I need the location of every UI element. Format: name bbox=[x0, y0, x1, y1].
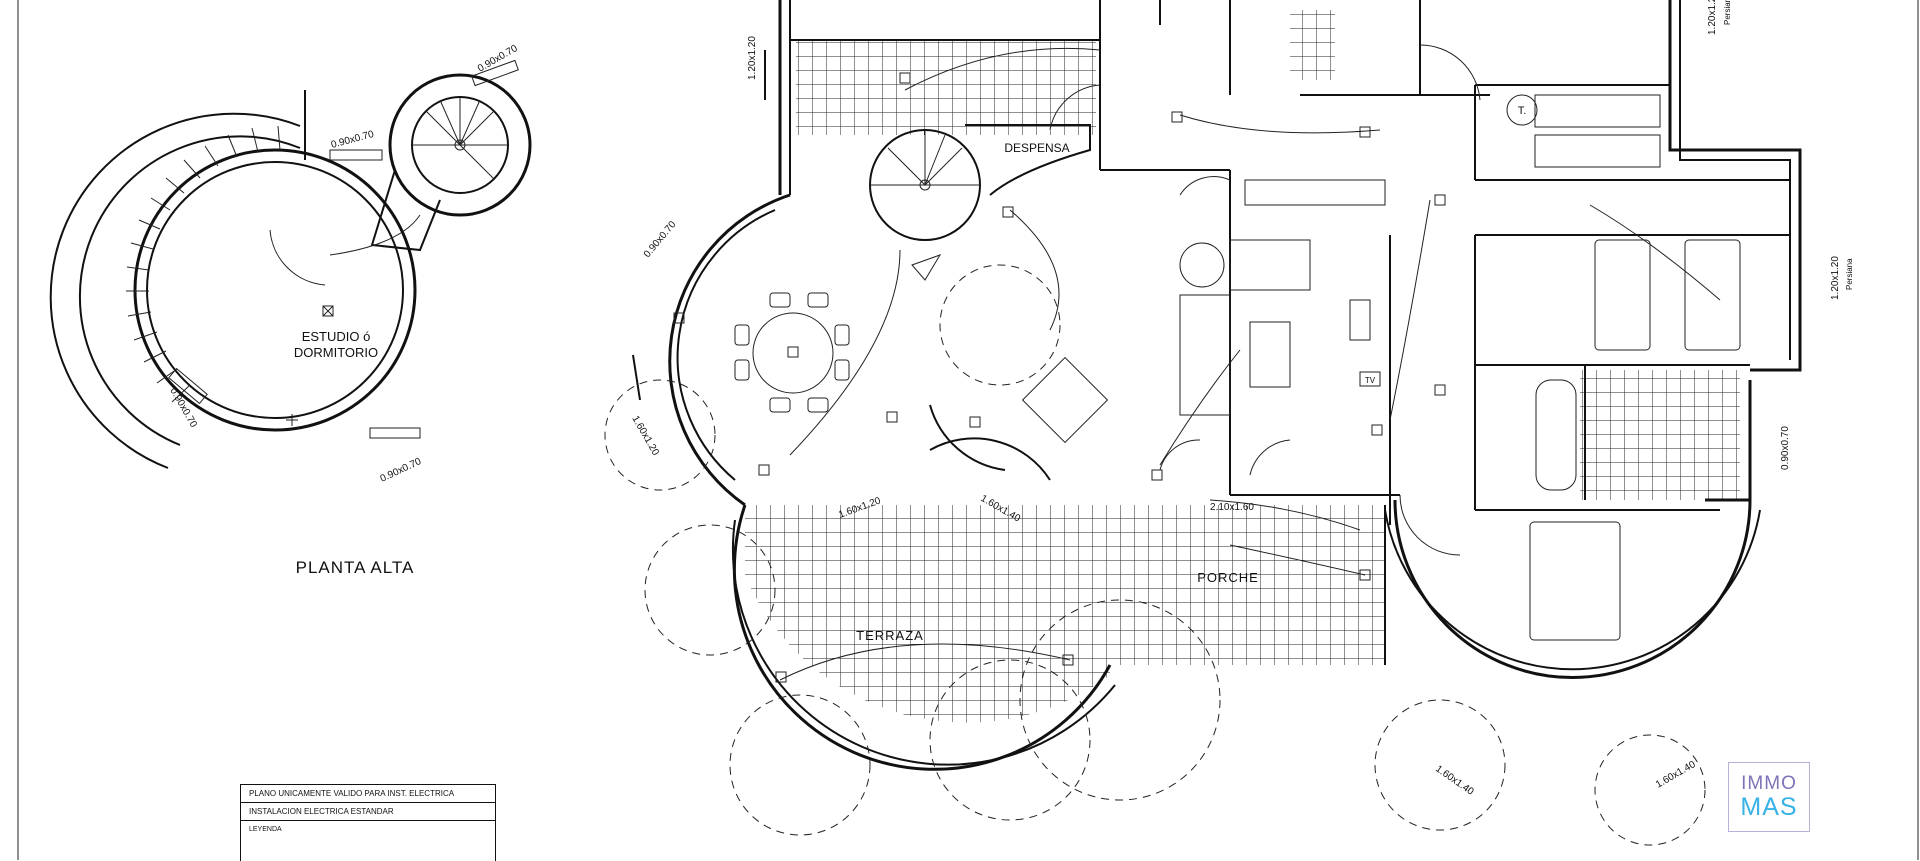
logo-text-top: IMMO bbox=[1741, 773, 1797, 794]
window-size-porch: 2.10x1.60 bbox=[1210, 502, 1254, 513]
window-size-dining-door: 1.60x1.20 bbox=[629, 414, 661, 458]
window-size-upper-bottom: 0.90x0.70 bbox=[379, 456, 424, 485]
window-size-right-top: 1.20x1.20 bbox=[1707, 0, 1718, 35]
upper-room-label-1: ESTUDIO ó bbox=[302, 329, 371, 344]
window-size-bed-left: 1.60x1.40 bbox=[1433, 763, 1476, 797]
legend-line-1: PLANO UNICAMENTE VALIDO PARA INST. ELECT… bbox=[241, 785, 495, 803]
upper-room-label-2: DORMITORIO bbox=[294, 345, 378, 360]
legend-box: PLANO UNICAMENTE VALIDO PARA INST. ELECT… bbox=[240, 784, 496, 861]
sheet-border bbox=[17, 0, 1919, 860]
porche-label: PORCHE bbox=[1197, 570, 1259, 585]
window-size-dining-side: 0.90x0.70 bbox=[642, 219, 679, 260]
t-label: T. bbox=[1518, 105, 1527, 117]
ground-floor-plan: DESPENSA TV bbox=[604, 0, 1854, 846]
legend-line-2: INSTALACION ELECTRICA ESTANDAR bbox=[241, 803, 495, 821]
legend-line-3: LEYENDA bbox=[249, 826, 282, 833]
window-size-right-mid: 1.20x1.20 bbox=[1830, 256, 1841, 300]
logo-text-bottom: MAS bbox=[1740, 793, 1798, 821]
upper-floor-plan: ESTUDIO ó DORMITORIO PLANTA ALTA 0.90x0.… bbox=[49, 43, 532, 577]
window-size-bath: 0.90x0.70 bbox=[1780, 426, 1791, 470]
immomas-logo: IMMO MAS bbox=[1728, 762, 1810, 832]
terraza-label: TERRAZA bbox=[856, 628, 924, 643]
window-size-upper-left: 0.90x0.70 bbox=[167, 386, 199, 430]
window-size-upper-top: 0.90x0.70 bbox=[476, 43, 520, 75]
persiana-note-top: Persiana bbox=[1723, 0, 1732, 25]
window-size-upper-mid: 0.90x0.70 bbox=[330, 129, 376, 151]
window-size-kitchen: 1.20x1.20 bbox=[747, 36, 758, 80]
upper-floor-title: PLANTA ALTA bbox=[296, 558, 415, 577]
window-size-bed-right: 1.60x1.40 bbox=[1654, 759, 1698, 791]
persiana-note-mid: Persiana bbox=[1845, 258, 1854, 290]
despensa-label: DESPENSA bbox=[1004, 141, 1069, 155]
tv-label: TV bbox=[1365, 376, 1376, 385]
